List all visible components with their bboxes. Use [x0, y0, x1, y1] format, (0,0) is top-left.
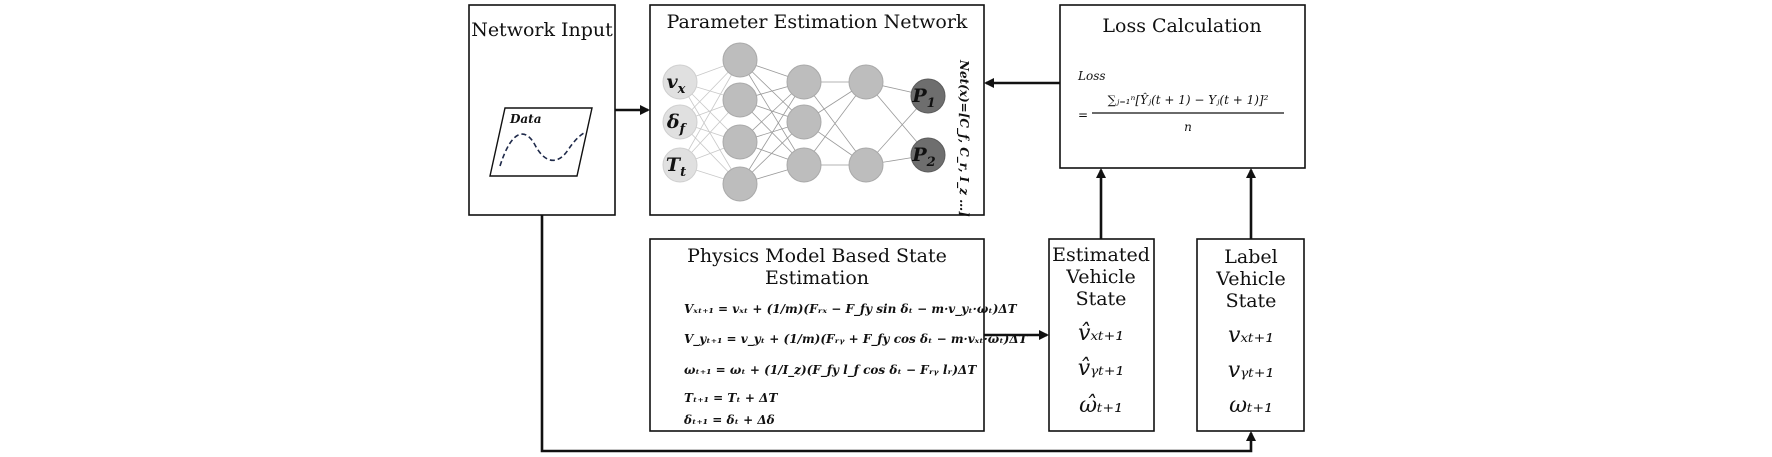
- physics-title-line1: Physics Model Based State: [687, 245, 947, 267]
- loss-box: [1059, 4, 1306, 169]
- loss-numerator: ∑ⱼ₌₁ⁿ[Ŷⱼ(t + 1) − Yⱼ(t + 1)]²: [1108, 92, 1269, 107]
- equation-omega: ωₜ₊₁ = ωₜ + (1/I_z)(F_fy l_f cos δₜ − Fᵣ…: [684, 363, 977, 378]
- nn-hidden-node: [722, 82, 758, 118]
- nn-hidden-node: [786, 104, 822, 140]
- physics-model-box: [649, 238, 985, 432]
- estimated-state-box: [1048, 238, 1155, 432]
- nn-hidden-node: [848, 147, 884, 183]
- nn-input-node: [662, 104, 698, 140]
- label-omega: ωₜ₊₁: [1229, 393, 1273, 418]
- parameter-network-title: Parameter Estimation Network: [667, 11, 968, 33]
- parameter-network-block: Parameter Estimation Network vxδfTtP1P2 …: [649, 4, 985, 217]
- equation-torque: Tₜ₊₁ = Tₜ + ΔT: [684, 391, 778, 405]
- nn-hidden-node: [786, 64, 822, 100]
- nn-hidden-node: [848, 64, 884, 100]
- label-vx: vₓₜ₊₁: [1228, 323, 1274, 348]
- loss-denominator: n: [1184, 120, 1192, 134]
- physics-title-line2: Estimation: [765, 267, 869, 289]
- nn-hidden-node: [722, 124, 758, 160]
- nn-input-node: [662, 64, 698, 100]
- data-plot-icon: Data: [489, 107, 593, 177]
- nn-connection: [679, 59, 741, 166]
- nn-hidden-node: [722, 166, 758, 202]
- equation-vx: Vₓₜ₊₁ = vₓₜ + (1/m)(Fᵣₓ − F_fy sin δₜ − …: [684, 302, 1018, 317]
- network-input-title: Network Input: [471, 19, 613, 41]
- label-title-line1: Label: [1224, 246, 1277, 268]
- loss-equals: =: [1078, 108, 1088, 122]
- nn-input-node: [662, 147, 698, 183]
- label-state-box: [1196, 238, 1305, 432]
- loss-label: Loss: [1077, 69, 1106, 83]
- data-curve: [499, 132, 585, 167]
- label-vy: vᵧₜ₊₁: [1228, 358, 1275, 383]
- network-input-block: Network Input Data: [468, 4, 616, 216]
- nn-output-node: [910, 78, 946, 114]
- loss-title: Loss Calculation: [1102, 15, 1261, 37]
- net-output-label: Net(x)=[C_f, C_r, I_z …]: [956, 59, 971, 217]
- estimated-title-line1: Estimated: [1052, 244, 1150, 266]
- estimated-vx: v̂ₓₜ₊₁: [1078, 321, 1124, 346]
- estimated-title-line3: State: [1076, 288, 1127, 310]
- label-title-line2: Vehicle: [1215, 268, 1286, 290]
- physics-model-block: Physics Model Based State Estimation Vₓₜ…: [649, 238, 1029, 432]
- arrow-input-to-label: [540, 215, 1256, 453]
- nn-output-node: [910, 137, 946, 173]
- equation-delta: δₜ₊₁ = δₜ + Δδ: [683, 413, 775, 427]
- estimated-state-block: Estimated Vehicle State v̂ₓₜ₊₁ v̂ᵧₜ₊₁ ω̂…: [1048, 238, 1155, 432]
- data-label: Data: [509, 112, 542, 126]
- estimated-omega: ω̂ₜ₊₁: [1079, 393, 1123, 418]
- label-title-line3: State: [1226, 290, 1277, 312]
- nn-connection: [739, 81, 805, 185]
- label-state-block: Label Vehicle State vₓₜ₊₁ vᵧₜ₊₁ ωₜ₊₁: [1196, 238, 1305, 432]
- equation-vy: V_yₜ₊₁ = v_yₜ + (1/m)(Fᵣᵧ + F_fy cos δₜ …: [684, 332, 1029, 347]
- nn-hidden-node: [786, 147, 822, 183]
- nn-hidden-node: [722, 42, 758, 78]
- estimated-vy: v̂ᵧₜ₊₁: [1078, 356, 1125, 381]
- estimated-title-line2: Vehicle: [1065, 266, 1136, 288]
- loss-block: Loss Calculation Loss = ∑ⱼ₌₁ⁿ[Ŷⱼ(t + 1) …: [1059, 4, 1306, 169]
